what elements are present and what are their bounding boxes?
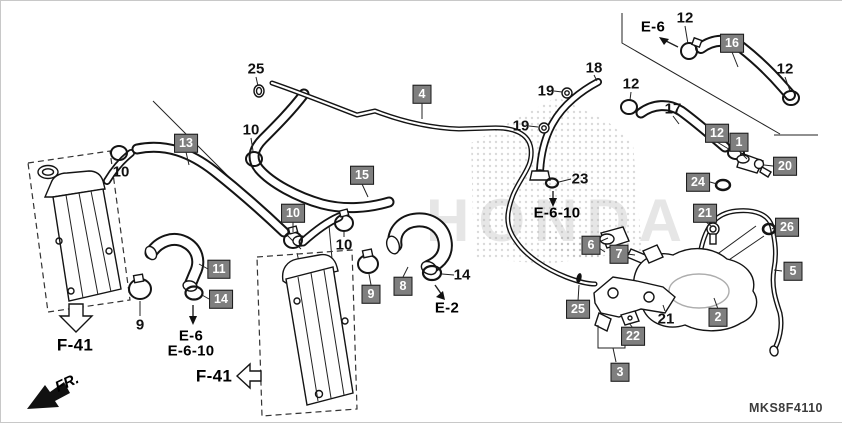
part-badge-10[interactable]: 10 xyxy=(281,203,305,223)
part-badge-2[interactable]: 2 xyxy=(708,307,728,327)
part-label-25: 25 xyxy=(247,60,265,78)
part-label-17: 17 xyxy=(664,100,682,118)
part-label-10: 10 xyxy=(112,163,130,181)
part-badge-22[interactable]: 22 xyxy=(621,326,645,346)
part-label-12: 12 xyxy=(676,9,694,27)
part-badge-11[interactable]: 11 xyxy=(207,259,231,279)
part-badge-13[interactable]: 13 xyxy=(174,133,198,153)
part-label-19: 19 xyxy=(537,82,555,100)
part-label-18: 18 xyxy=(585,59,603,77)
part-badge-3[interactable]: 3 xyxy=(610,362,630,382)
part-label-12: 12 xyxy=(622,75,640,93)
ref-label-e-6-10: E-6-10 xyxy=(167,342,215,360)
ref-label-e-6-10: E-6-10 xyxy=(533,204,581,222)
part-badge-8[interactable]: 8 xyxy=(393,276,413,296)
part-badge-4[interactable]: 4 xyxy=(412,84,432,104)
ref-label-f-41: F-41 xyxy=(195,366,233,386)
part-label-10: 10 xyxy=(242,121,260,139)
part-badge-5[interactable]: 5 xyxy=(783,261,803,281)
part-badge-12[interactable]: 12 xyxy=(705,123,729,143)
part-label-19: 19 xyxy=(512,117,530,135)
f41-left-arrow xyxy=(235,362,262,390)
part-badge-25[interactable]: 25 xyxy=(566,299,590,319)
radiator-upper xyxy=(37,164,122,302)
part-badge-9[interactable]: 9 xyxy=(361,284,381,304)
diagram-code: MKS8F4110 xyxy=(749,401,823,415)
part-badge-21[interactable]: 21 xyxy=(693,203,717,223)
reference-arrows xyxy=(27,37,679,409)
part-badge-24[interactable]: 24 xyxy=(686,172,710,192)
part-badge-14[interactable]: 14 xyxy=(209,289,233,309)
part-label-12: 12 xyxy=(776,60,794,78)
part-label-23: 23 xyxy=(571,170,589,188)
part-label-10: 10 xyxy=(335,236,353,254)
halftone-watermark: HONDA xyxy=(426,97,682,264)
fr-arrow xyxy=(27,382,70,409)
f41-down-arrow xyxy=(58,303,94,333)
part-label-21: 21 xyxy=(657,310,675,328)
hoses xyxy=(107,41,790,350)
part-label-9: 9 xyxy=(135,316,145,334)
part-badge-15[interactable]: 15 xyxy=(350,165,374,185)
ref-label-e-6: E-6 xyxy=(640,18,666,36)
part-badge-20[interactable]: 20 xyxy=(773,156,797,176)
part-badge-6[interactable]: 6 xyxy=(581,235,601,255)
ref-label-f-41: F-41 xyxy=(56,335,94,355)
part-badge-26[interactable]: 26 xyxy=(775,217,799,237)
part-badge-1[interactable]: 1 xyxy=(729,132,749,152)
part-badge-7[interactable]: 7 xyxy=(609,244,629,264)
ref-label-e-2: E-2 xyxy=(434,299,460,317)
part-badge-16[interactable]: 16 xyxy=(720,33,744,53)
radiator-lower xyxy=(281,235,354,406)
part-label-14: 14 xyxy=(453,266,471,284)
dashed-boxes xyxy=(27,150,358,417)
ref-label-e-6: E-6 xyxy=(178,327,204,345)
